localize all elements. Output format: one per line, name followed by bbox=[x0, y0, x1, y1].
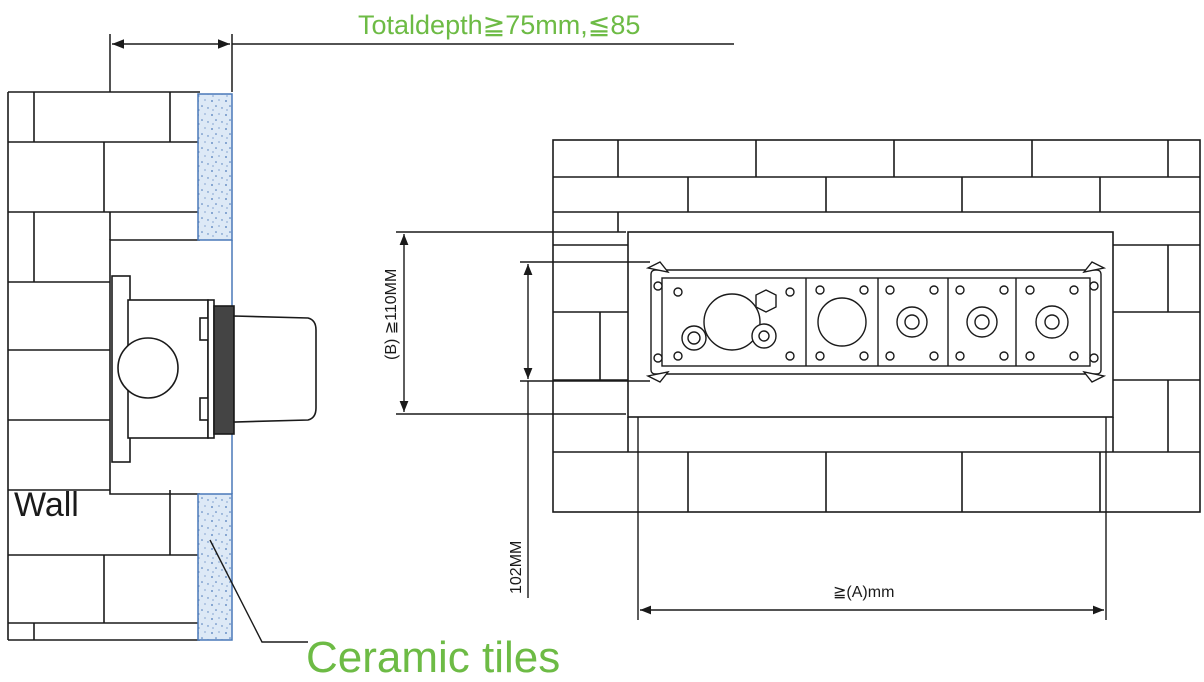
total-depth-label: Totaldepth≧75mm,≦85 bbox=[358, 10, 640, 40]
dimension-102 bbox=[520, 261, 650, 598]
dimension-a bbox=[637, 417, 1107, 620]
dimension-a-label: ≧(A)mm bbox=[833, 584, 894, 601]
valve-side-view bbox=[111, 275, 317, 463]
ceramic-tiles-leader bbox=[209, 539, 308, 643]
wall-label: Wall bbox=[14, 486, 79, 524]
dimension-b bbox=[396, 231, 626, 415]
dimension-b-label: (B) ≧110MM bbox=[383, 269, 400, 360]
valve-box-front bbox=[645, 261, 1107, 383]
ceramic-tile-lower bbox=[197, 493, 233, 641]
total-depth-dimension bbox=[109, 34, 734, 92]
left-wall-section bbox=[7, 91, 200, 641]
ceramic-tile-upper bbox=[197, 93, 233, 241]
dimension-102-label: 102MM bbox=[508, 541, 525, 594]
ceramic-tiles-label: Ceramic tiles bbox=[306, 633, 560, 677]
